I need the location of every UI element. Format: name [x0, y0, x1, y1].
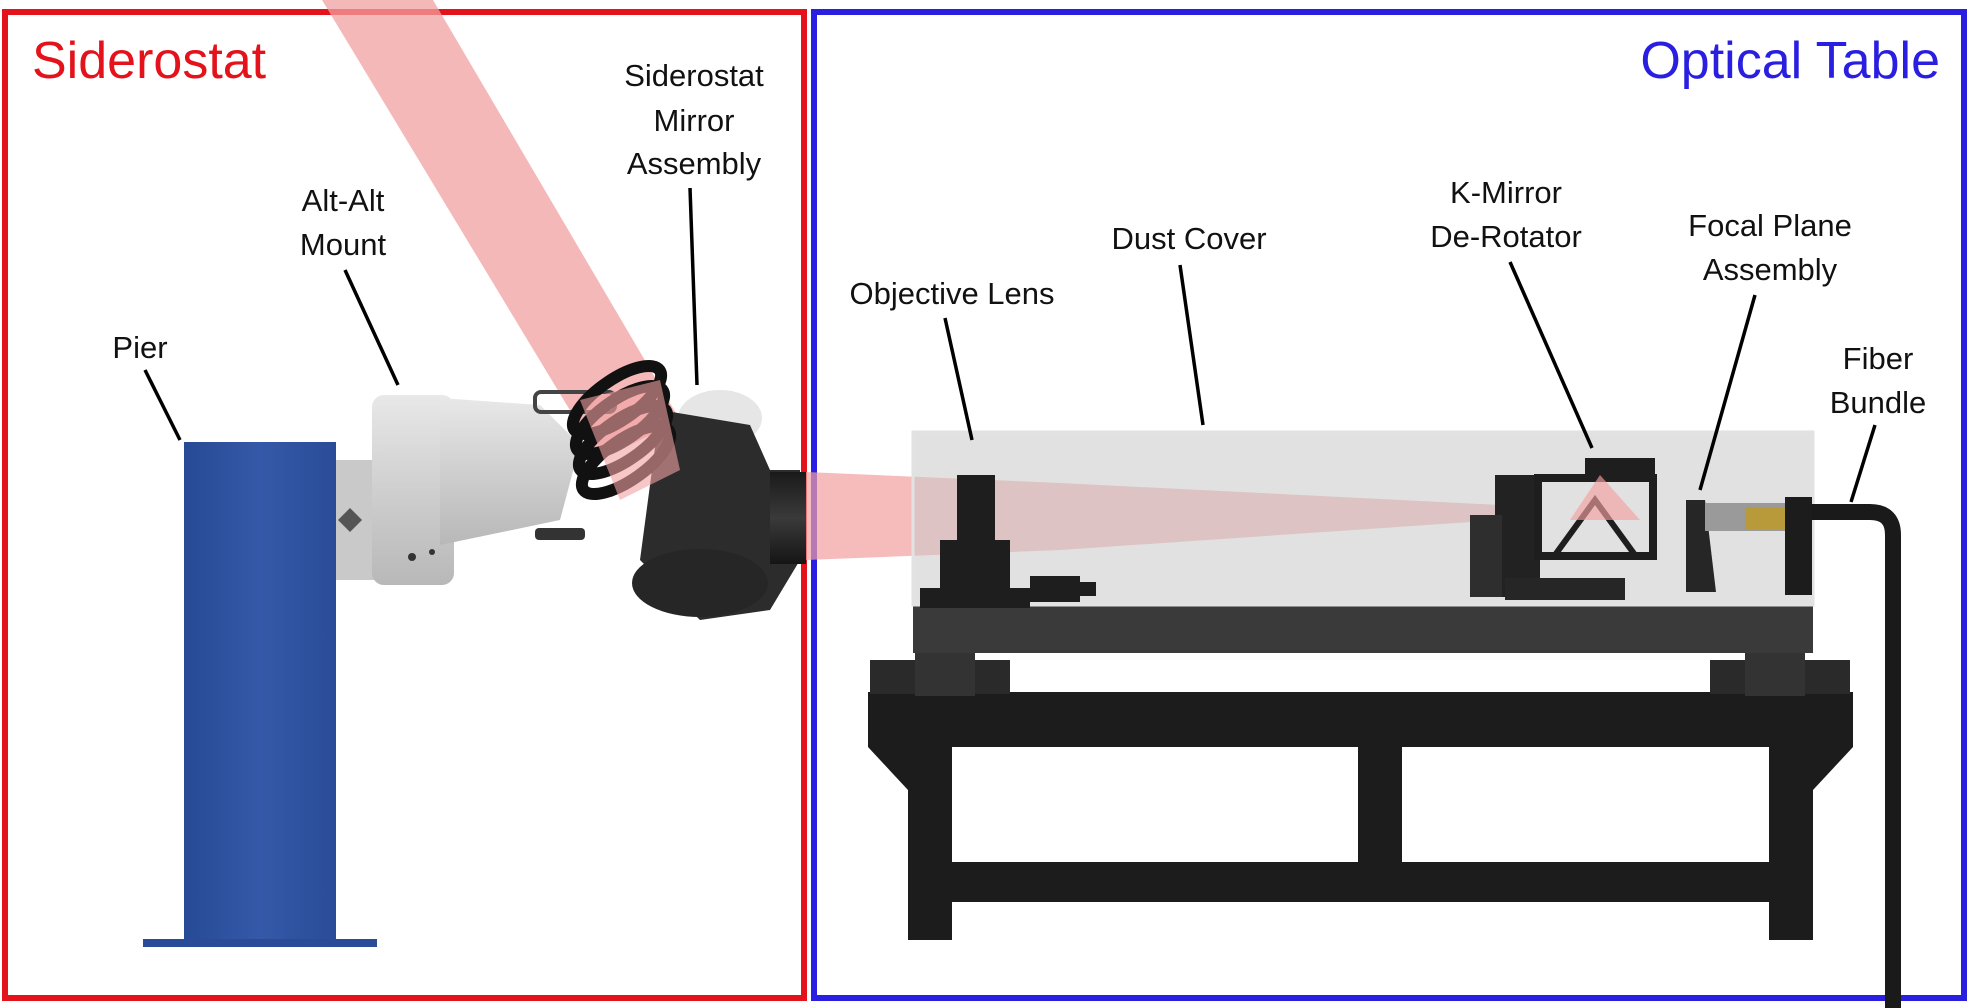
alt-alt-mount-label: Alt-Alt — [302, 183, 385, 218]
siderostat-mirror-assembly-label: Mirror — [654, 103, 735, 138]
pier — [143, 442, 377, 947]
dust-cover-leader-line — [1178, 264, 1205, 426]
dust-cover-label: Dust Cover — [1111, 221, 1266, 256]
optical-table-title: Optical Table — [1640, 32, 1940, 90]
fiber-bundle — [1812, 504, 1901, 1008]
focal-plane-assembly — [1686, 497, 1812, 595]
pier-leader-line — [143, 369, 182, 441]
breadboard — [913, 605, 1813, 653]
siderostat-mirror-assembly-label: Assembly — [627, 146, 762, 181]
alt-alt-mount-leader-line — [343, 269, 400, 386]
table-stand — [868, 650, 1853, 940]
focal-plane-assembly-label: Focal Plane — [1688, 208, 1852, 243]
siderostat-section: Siderostat — [2, 0, 807, 1001]
incoming-light-beam — [322, 0, 680, 460]
focal-plane-assembly-leader-line — [1698, 294, 1757, 491]
optical-table-section: Optical Table — [806, 9, 1967, 1008]
siderostat-title: Siderostat — [32, 32, 267, 90]
objective-lens — [920, 475, 1096, 608]
k-mirror-derotator-label: K-Mirror — [1450, 175, 1562, 210]
k-mirror-derotator — [1470, 458, 1657, 600]
alt-alt-mount — [336, 390, 617, 585]
fiber-bundle-label: Bundle — [1830, 385, 1927, 420]
k-mirror-derotator-label: De-Rotator — [1430, 219, 1582, 254]
focal-plane-assembly-label: Assembly — [1703, 252, 1838, 287]
objective-lens-label: Objective Lens — [849, 276, 1054, 311]
siderostat-mirror-assembly-leader-line — [688, 187, 699, 386]
objective-lens-leader-line — [943, 317, 974, 441]
fiber-bundle-leader-line — [1849, 424, 1877, 503]
siderostat-mirror-assembly-label: Siderostat — [624, 58, 764, 93]
fiber-bundle-label: Fiber — [1843, 341, 1914, 376]
alt-alt-mount-label: Mount — [300, 227, 387, 262]
siderostat-mirror-assembly — [566, 359, 806, 620]
pier-label: Pier — [112, 330, 167, 365]
k-mirror-derotator-leader-line — [1508, 261, 1594, 449]
